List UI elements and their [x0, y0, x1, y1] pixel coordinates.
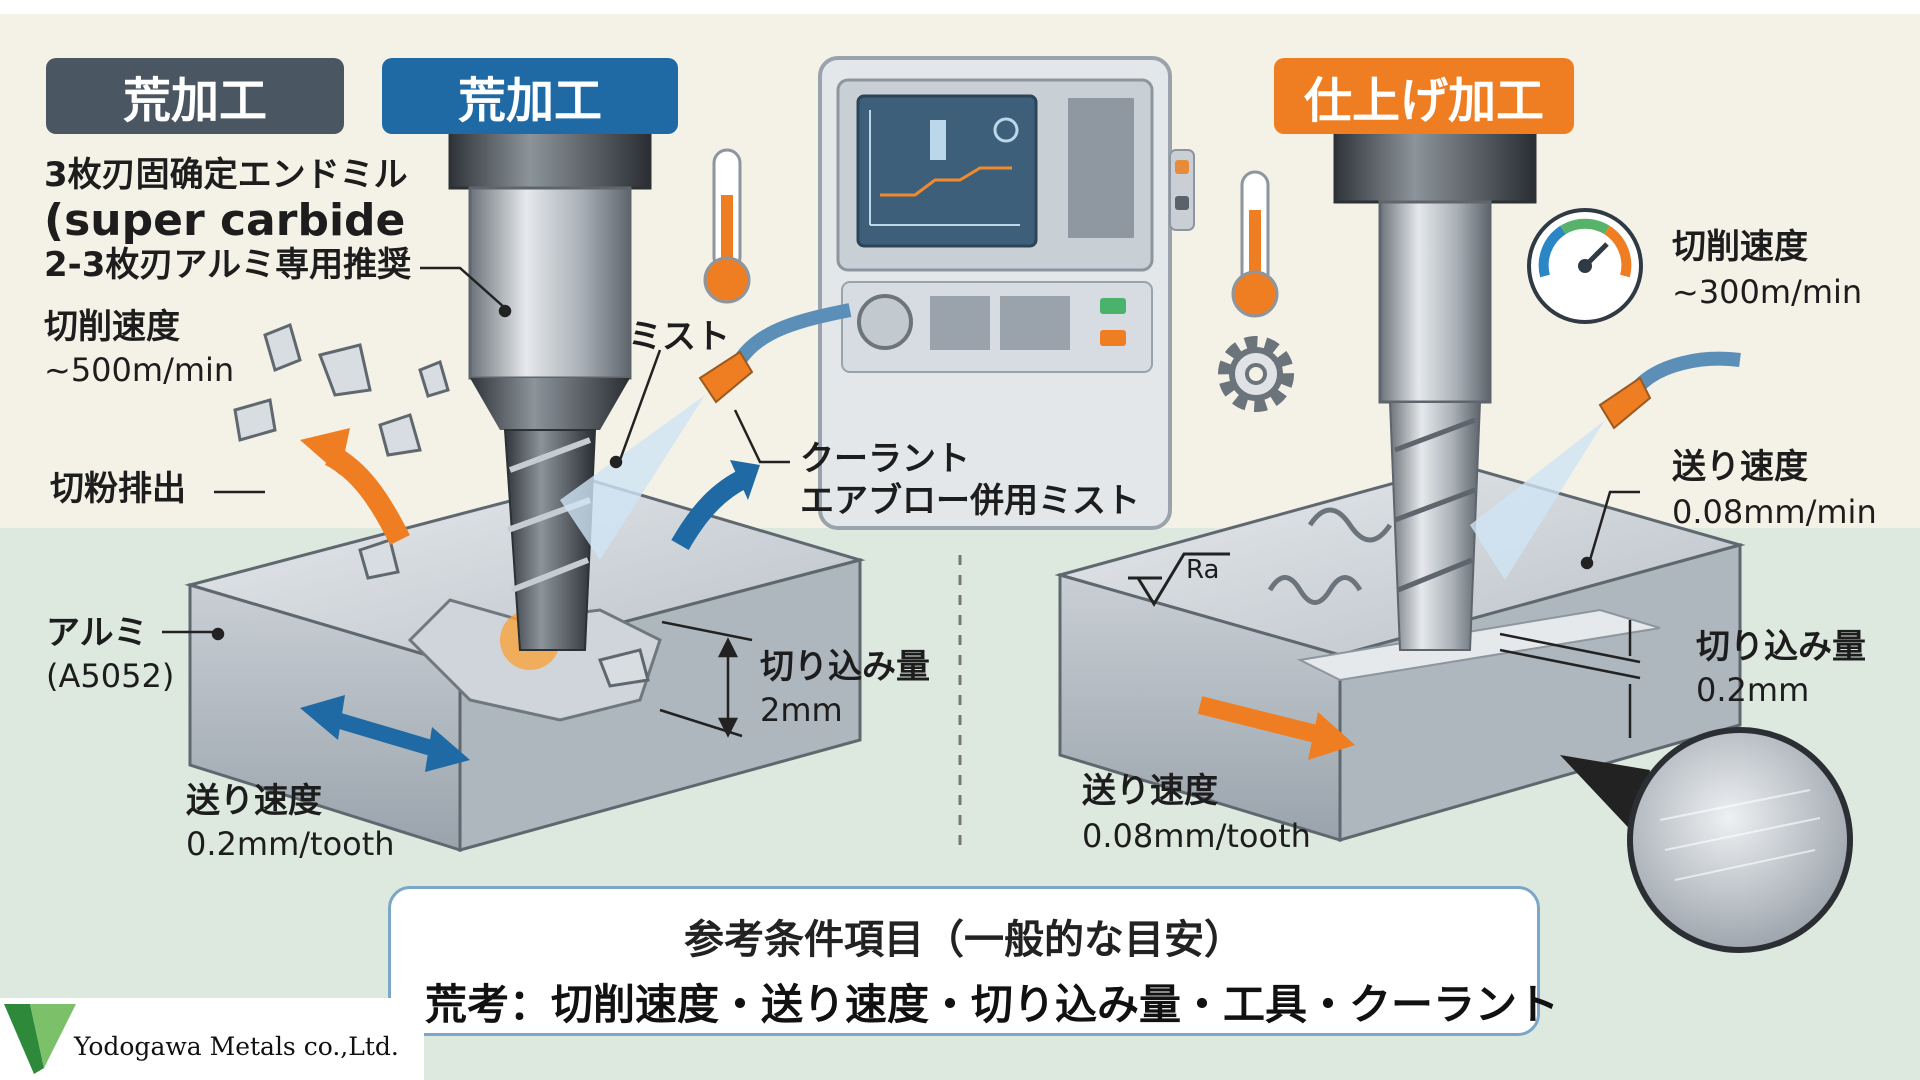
company-logo-icon [4, 1004, 76, 1074]
thermometer-icon [1231, 170, 1279, 318]
rough-speed-value: ~500m/min [44, 351, 235, 389]
surface-magnifier [1560, 727, 1853, 953]
rough-tool-line2: (super carbide [44, 195, 406, 246]
cnc-control-panel-icon [818, 56, 1195, 530]
rough-feed-value: 0.2mm/tooth [186, 825, 395, 863]
rough-coolant-nozzle [560, 303, 852, 560]
thermometer-icon [703, 148, 751, 304]
rough-tool-line3: 2-3枚刃アルミ専用推奨 [44, 245, 412, 285]
rough-coolant-line2: エアブロー併用ミスト [800, 481, 1140, 521]
tab-finish: 仕上げ加工 [1274, 58, 1574, 134]
finish-spindle [1333, 130, 1537, 651]
rough-coolant-line1: クーラント [800, 439, 970, 479]
metal-chips [233, 322, 650, 688]
reference-conditions-title: 参考条件項目（一般的な目安） [684, 917, 1244, 963]
rough-depth-dimension [659, 620, 753, 738]
finish-depth-value: 0.2mm [1696, 671, 1810, 709]
rough-material-code: (A5052) [46, 657, 175, 695]
surface-roughness-icon [1128, 552, 1230, 607]
company-name: Yodogawa Metals co.,Ltd. [74, 1032, 399, 1061]
finish-feed-arrow [1197, 696, 1355, 760]
finish-depth-dimension [1499, 620, 1641, 738]
rough-depth-value: 2mm [760, 691, 843, 729]
rough-material-label: アルミ [46, 613, 148, 653]
rough-spindle [448, 116, 652, 651]
finish-speed-value: ~300m/min [1672, 273, 1863, 311]
rough-mist-label: ミスト [628, 317, 730, 357]
finish-feed-label: 送り速度 [1672, 447, 1808, 487]
reference-conditions-items: 荒考：切削速度・送り速度・切り込み量・工具・クーラント [425, 980, 1560, 1029]
rough-speed-label: 切削速度 [44, 307, 180, 347]
coolant-arrow [671, 460, 760, 551]
finish-roughness-symbol: Ra [1186, 555, 1220, 585]
rough-depth-label: 切り込み量 [760, 647, 930, 687]
finish-speed-label: 切削速度 [1672, 227, 1808, 267]
finish-feed-value: 0.08mm/min [1672, 493, 1877, 531]
rough-tool-line1: 3枚刃固确定エンドミル [44, 155, 408, 195]
finish-feed2-label: 送り速度 [1082, 771, 1218, 811]
gear-icon [1218, 336, 1294, 412]
tab-rough-blue: 荒加工 [382, 58, 678, 134]
rough-chip-label: 切粉排出 [50, 469, 186, 509]
rough-feed-arrow [300, 695, 470, 772]
reference-conditions-box: 参考条件項目（一般的な目安） 荒考：切削速度・送り速度・切り込み量・工具・クーラ… [388, 886, 1559, 1036]
finish-depth-label: 切り込み量 [1696, 627, 1866, 667]
rough-feed-label: 送り速度 [186, 781, 322, 821]
chip-arrow [300, 428, 410, 545]
leader-lines [162, 266, 1640, 641]
finish-feed2-value: 0.08mm/tooth [1082, 817, 1311, 855]
finish-coolant-nozzle [1470, 351, 1741, 580]
tab-rough-gray: 荒加工 [46, 58, 344, 134]
gauge-icon [1527, 208, 1643, 324]
company-brand: Yodogawa Metals co.,Ltd. [0, 998, 424, 1080]
